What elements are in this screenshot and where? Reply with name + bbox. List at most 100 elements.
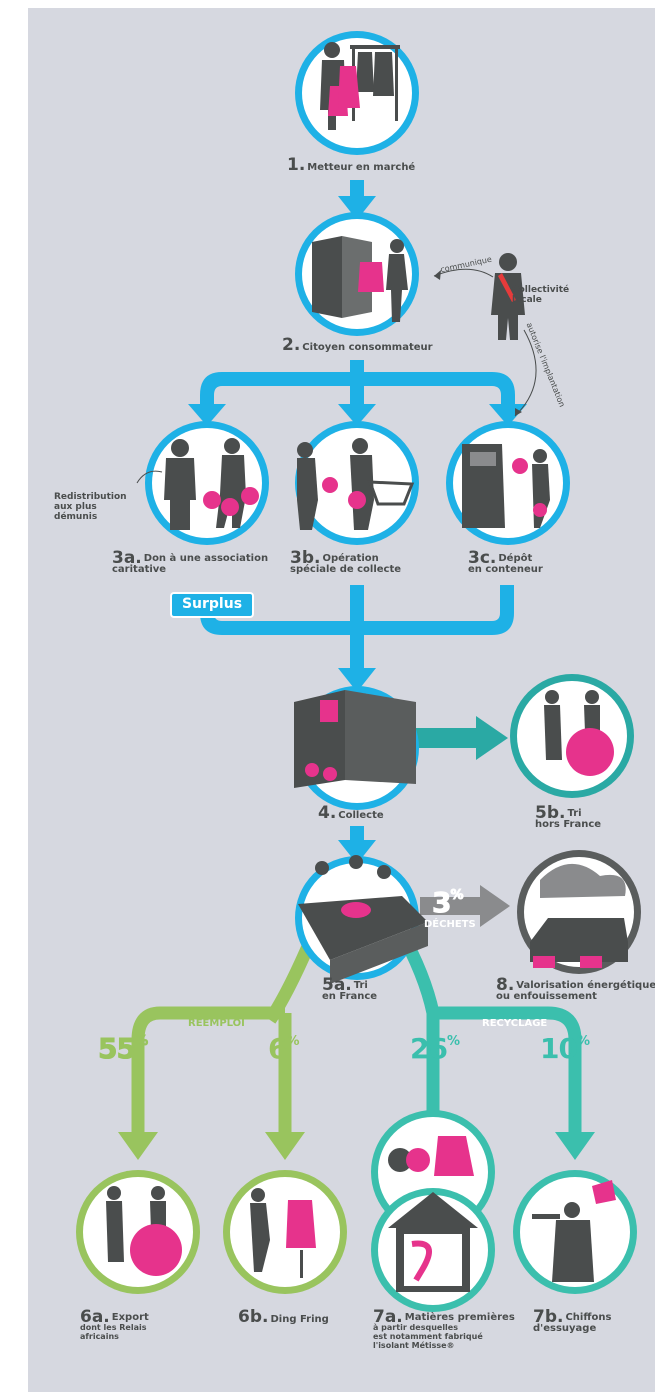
dechets-arrow-head xyxy=(480,885,510,927)
step-7b-line1: Chiffons xyxy=(565,1312,612,1323)
circle-5a xyxy=(295,855,428,984)
collectivite-icon xyxy=(491,253,525,340)
step-4-number: 4. xyxy=(318,803,337,823)
pct-chiffons-sign: % xyxy=(576,1034,590,1049)
pct-dechets-value: 3 xyxy=(431,886,452,920)
arrow-4-5b-shaft xyxy=(416,728,478,748)
label-step-2: 2.Citoyen consommateur xyxy=(282,337,433,354)
step-6b-number: 6b. xyxy=(238,1307,269,1327)
redistribution-line2: aux plus xyxy=(54,502,97,512)
step-1-label: Metteur en marché xyxy=(307,162,416,173)
surplus-badge: Surplus xyxy=(170,592,254,618)
step-2-number: 2. xyxy=(282,335,301,355)
arrow-3b-down-shaft xyxy=(350,585,364,671)
export-arrow-head xyxy=(118,1132,158,1160)
arrow-3-4-head xyxy=(338,668,376,692)
pct-export-sign: % xyxy=(134,1034,148,1050)
step-7a-line3: est notamment fabriqué xyxy=(373,1332,483,1341)
circle-2 xyxy=(295,212,419,336)
circle-6b xyxy=(223,1170,347,1294)
step-6b-label: Ding Fring xyxy=(270,1314,329,1325)
step-7a-line2: à partir desquelles xyxy=(373,1323,458,1332)
merge-collect-connector xyxy=(200,585,514,635)
pct-dechets-sign: % xyxy=(450,888,464,904)
step-2-label: Citoyen consommateur xyxy=(302,342,433,353)
circle-5b xyxy=(510,674,634,798)
pct-matieres: 26% xyxy=(410,1032,460,1065)
label-step-6b: 6b.Ding Fring xyxy=(238,1309,329,1326)
arrow-4-5a-shaft xyxy=(350,826,364,842)
circle-1 xyxy=(295,31,419,155)
collectivite-line2: locale xyxy=(512,295,542,305)
step-8-number: 8. xyxy=(496,975,515,995)
circle-8 xyxy=(517,850,641,974)
arrow-1-2-shaft xyxy=(350,180,364,198)
step-1-number: 1. xyxy=(287,155,306,175)
pct-chiffons-value: 10 xyxy=(540,1032,578,1065)
branch-3-connector xyxy=(200,372,515,405)
autorise-arrow xyxy=(514,329,537,417)
step-6a-line2: dont les Relais xyxy=(80,1323,147,1332)
pct-dechets: 3% xyxy=(431,886,464,920)
step-8-line1: Valorisation énergétique xyxy=(516,980,655,991)
pct-ding-sign: % xyxy=(286,1034,299,1049)
circle-6a xyxy=(76,1170,200,1294)
arrow-4-5b-head xyxy=(476,716,508,760)
step-5b-line2: hors France xyxy=(535,819,602,830)
step-5a-number: 5a. xyxy=(322,975,352,995)
step-3c-line2: en conteneur xyxy=(468,564,543,575)
arrow-2-3a-head xyxy=(188,404,226,426)
step-3b-line1: Opération xyxy=(322,553,379,564)
autorise-arrowhead xyxy=(515,408,522,416)
pct-matieres-value: 26 xyxy=(410,1032,448,1065)
step-3b-number: 3b. xyxy=(290,548,321,568)
pct-ding-value: 6 xyxy=(268,1032,288,1065)
redistribution-line3: démunis xyxy=(54,512,98,522)
step-7b-number: 7b. xyxy=(533,1307,564,1327)
step-7a-line4: l'isolant Métisse® xyxy=(373,1341,455,1350)
circle-4 xyxy=(294,686,419,810)
step-5a-line2: en France xyxy=(322,991,378,1002)
recyclage-branch xyxy=(433,1006,582,1135)
ding-arrow-head xyxy=(265,1132,305,1160)
step-4-label: Collecte xyxy=(338,810,384,821)
arrow-4-5a-head xyxy=(338,840,376,864)
step-3a-line1: Don à une association xyxy=(143,553,269,564)
step-3c-number: 3c. xyxy=(468,548,497,568)
redistribution-arrow xyxy=(136,470,163,484)
step-3c-line1: Dépôt xyxy=(498,553,533,564)
collectivite-line1: Collectivité xyxy=(512,285,570,295)
chiffons-arrow-head xyxy=(555,1132,595,1160)
circle-7a xyxy=(371,1188,495,1312)
circle-7b xyxy=(513,1170,637,1294)
label-step-4: 4.Collecte xyxy=(318,805,384,822)
pct-ding: 6% xyxy=(268,1032,300,1065)
dechets-label: DÉCHETS xyxy=(424,919,476,930)
step-5b-number: 5b. xyxy=(535,803,566,823)
circle-3a xyxy=(145,421,269,545)
step-5b-line1: Tri xyxy=(567,808,582,819)
arrow-2-3b-shaft xyxy=(350,360,364,405)
step-8-line2: ou enfouissement xyxy=(496,991,597,1002)
dechets-arrow-shaft xyxy=(420,897,482,915)
step-6a-line1: Export xyxy=(111,1312,149,1323)
circle-3c xyxy=(446,421,570,545)
pct-chiffons: 10% xyxy=(540,1032,590,1065)
arrow-1-2-head xyxy=(338,196,376,220)
arrow-2-3b-head xyxy=(338,404,376,426)
reemploi-label: RÉEMPLOI xyxy=(188,1018,245,1029)
step-5a-line1: Tri xyxy=(353,980,368,991)
